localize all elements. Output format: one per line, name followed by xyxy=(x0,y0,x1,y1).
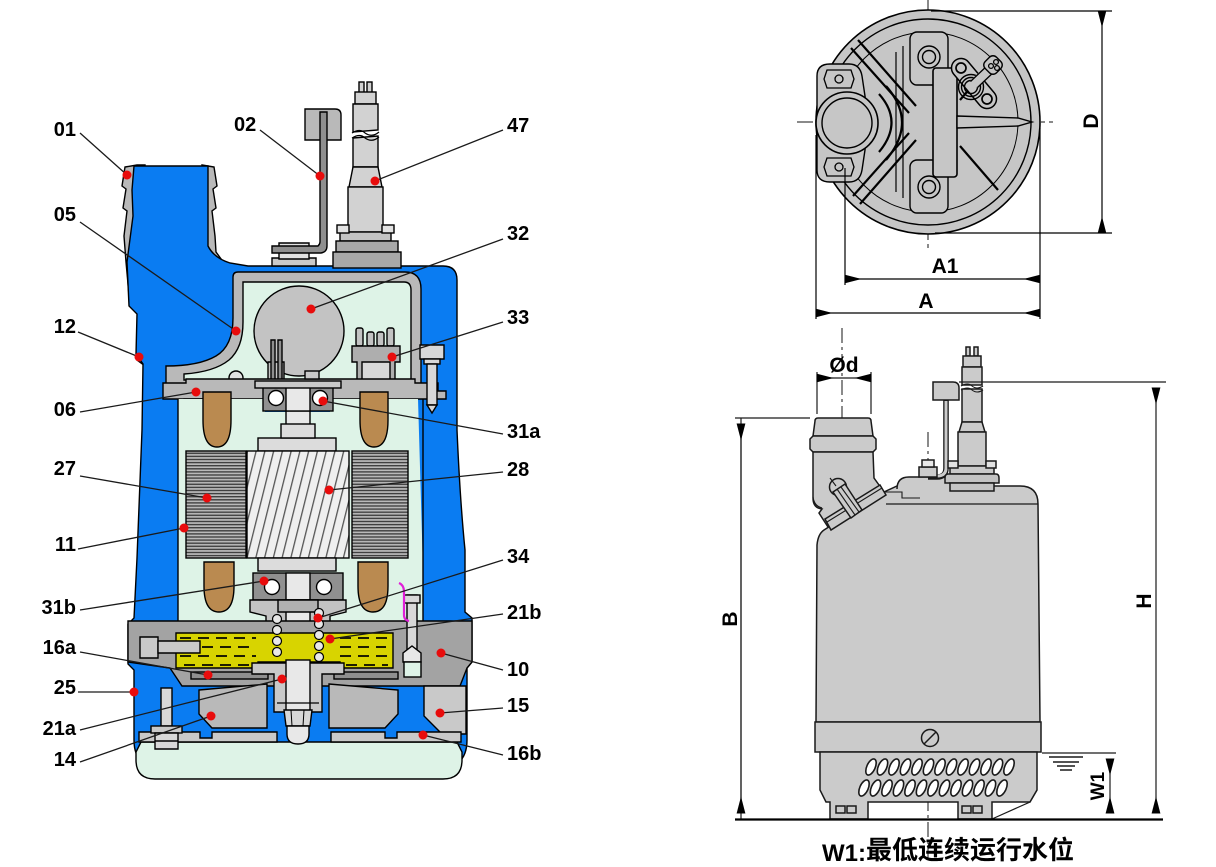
svg-text:A: A xyxy=(918,290,933,313)
svg-text:Ød: Ød xyxy=(829,354,858,377)
svg-text:47: 47 xyxy=(507,115,529,137)
svg-text:05: 05 xyxy=(54,204,76,226)
svg-text:01: 01 xyxy=(54,119,76,141)
svg-text:H: H xyxy=(1133,593,1156,608)
svg-text:25: 25 xyxy=(54,677,76,699)
svg-text:12: 12 xyxy=(54,316,76,338)
svg-text:W1:: W1: xyxy=(822,840,866,867)
svg-text:33: 33 xyxy=(507,307,529,329)
svg-text:16a: 16a xyxy=(43,637,77,659)
svg-text:16b: 16b xyxy=(507,743,541,765)
svg-text:21b: 21b xyxy=(507,602,541,624)
svg-text:15: 15 xyxy=(507,695,529,717)
svg-text:W1: W1 xyxy=(1088,771,1109,800)
svg-text:31a: 31a xyxy=(507,421,541,443)
svg-text:B: B xyxy=(719,611,742,626)
svg-text:02: 02 xyxy=(234,114,256,136)
svg-text:A1: A1 xyxy=(932,255,959,278)
svg-text:06: 06 xyxy=(54,399,76,421)
svg-text:34: 34 xyxy=(507,546,530,568)
svg-text:32: 32 xyxy=(507,223,529,245)
svg-text:D: D xyxy=(1080,113,1103,128)
svg-text:28: 28 xyxy=(507,459,529,481)
svg-text:27: 27 xyxy=(54,458,76,480)
svg-text:11: 11 xyxy=(55,534,76,556)
svg-text:21a: 21a xyxy=(43,718,77,740)
svg-text:10: 10 xyxy=(507,659,529,681)
svg-text:31b: 31b xyxy=(42,597,76,619)
svg-text:14: 14 xyxy=(54,749,77,771)
